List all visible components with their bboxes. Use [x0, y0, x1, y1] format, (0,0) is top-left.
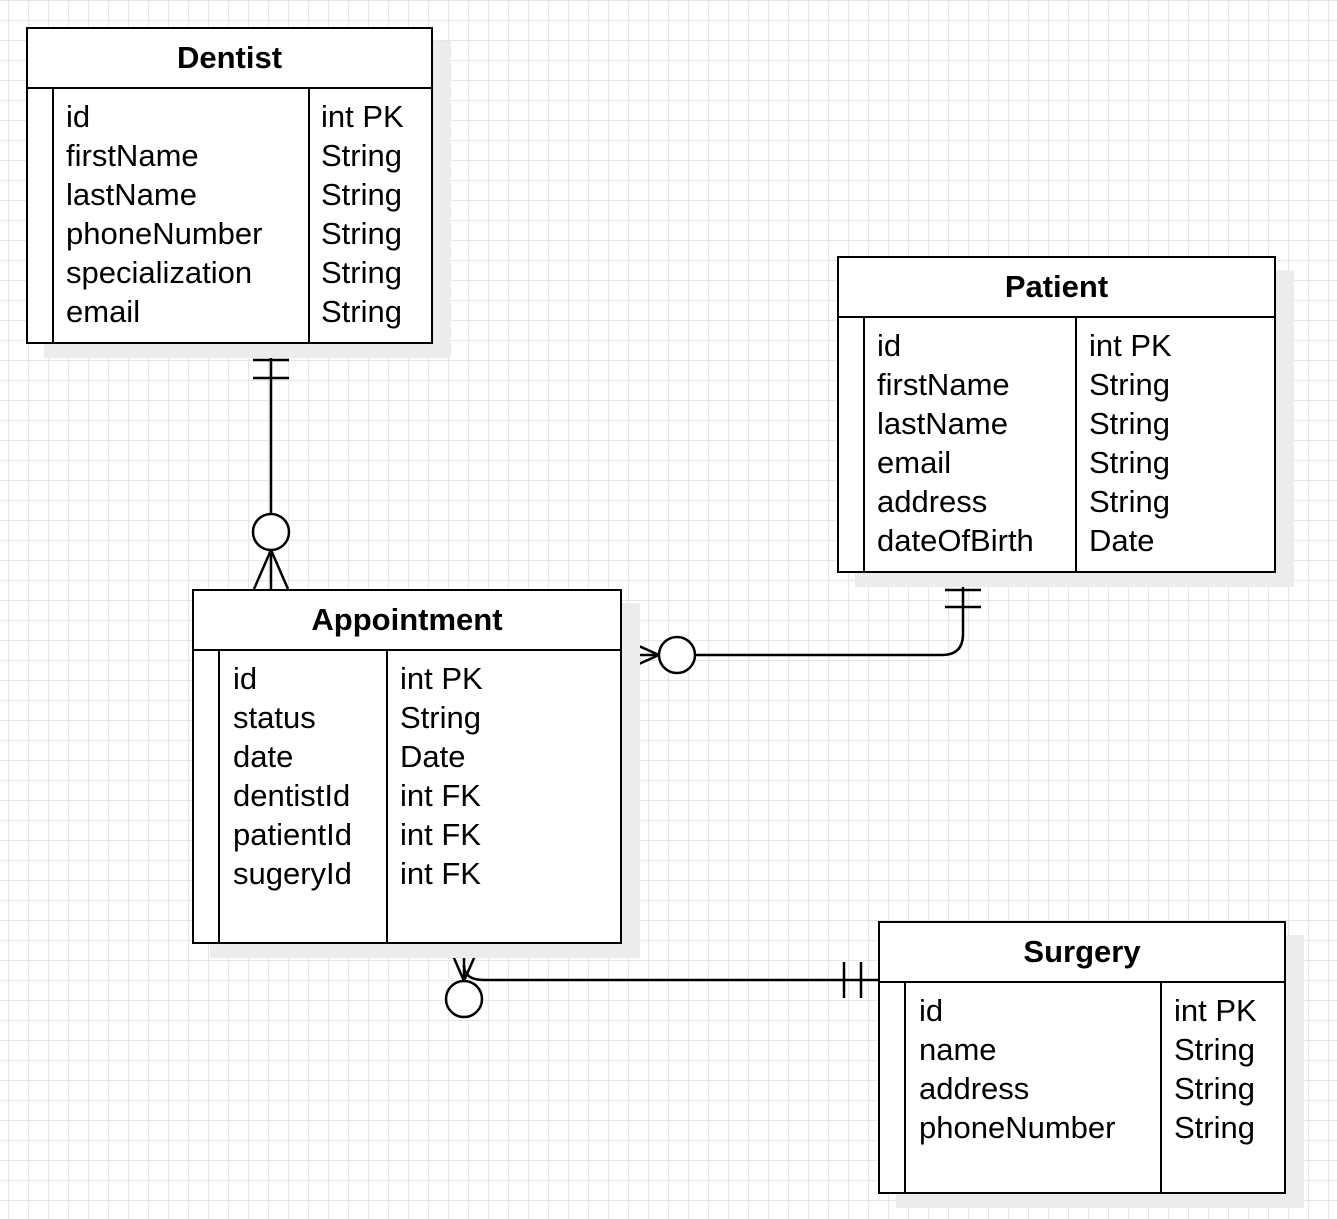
field-name: id	[233, 661, 258, 696]
field-row: patientId int FK	[194, 815, 620, 854]
field-name: date	[233, 739, 294, 774]
relationship-surgery-appointment[interactable]	[444, 941, 879, 1019]
field-row: address String	[880, 1069, 1284, 1108]
relationship-dentist-appointment[interactable]	[251, 342, 291, 590]
field-row: id int PK	[880, 991, 1284, 1030]
field-name: phoneNumber	[919, 1110, 1116, 1145]
field-type: String	[321, 294, 402, 329]
field-row: phoneNumber String	[880, 1108, 1284, 1147]
entity-appointment-title: Appointment	[194, 591, 620, 651]
field-type: String	[400, 700, 481, 735]
field-row: sugeryId int FK	[194, 854, 620, 893]
field-type: int PK	[1089, 328, 1172, 363]
field-row: lastName String	[839, 404, 1274, 443]
field-type: Date	[1089, 523, 1155, 558]
field-type: String	[1089, 484, 1170, 519]
relationship-patient-appointment[interactable]	[620, 572, 981, 675]
field-row: phoneNumber String	[28, 214, 431, 253]
entity-surgery-title: Surgery	[880, 923, 1284, 983]
field-row: specialization String	[28, 253, 431, 292]
field-row: firstName String	[839, 365, 1274, 404]
field-name: email	[877, 445, 952, 480]
entity-dentist-title: Dentist	[28, 29, 431, 89]
field-name: specialization	[66, 255, 253, 290]
field-row: dateOfBirth Date	[839, 521, 1274, 560]
field-row: id int PK	[194, 659, 620, 698]
field-name: phoneNumber	[66, 216, 263, 251]
field-name: dentistId	[233, 778, 351, 813]
field-type: String	[1174, 1071, 1255, 1106]
field-type: String	[1174, 1110, 1255, 1145]
field-name: id	[877, 328, 902, 363]
field-row: date Date	[194, 737, 620, 776]
field-name: status	[233, 700, 316, 735]
field-row: firstName String	[28, 136, 431, 175]
field-type: int FK	[400, 817, 481, 852]
field-name: lastName	[66, 177, 197, 212]
field-row: id int PK	[839, 326, 1274, 365]
field-row: id int PK	[28, 97, 431, 136]
field-row: name String	[880, 1030, 1284, 1069]
field-name: firstName	[877, 367, 1010, 402]
field-type: String	[321, 216, 402, 251]
field-type: int FK	[400, 856, 481, 891]
field-type: String	[1174, 1032, 1255, 1067]
field-type: String	[321, 177, 402, 212]
field-type: Date	[400, 739, 466, 774]
field-type: int PK	[400, 661, 483, 696]
field-type: String	[1089, 445, 1170, 480]
entity-appointment[interactable]: Appointment id int PK status String date Da…	[192, 589, 622, 944]
field-name: patientId	[233, 817, 352, 852]
field-name: sugeryId	[233, 856, 352, 891]
field-name: name	[919, 1032, 997, 1067]
field-name: address	[919, 1071, 1030, 1106]
field-type: String	[1089, 367, 1170, 402]
entity-patient-title: Patient	[839, 258, 1274, 318]
field-name: id	[66, 99, 91, 134]
field-row: status String	[194, 698, 620, 737]
field-row: email String	[839, 443, 1274, 482]
field-row: address String	[839, 482, 1274, 521]
field-type: int PK	[1174, 993, 1257, 1028]
field-row: email String	[28, 292, 431, 331]
field-type: int PK	[321, 99, 404, 134]
field-name: dateOfBirth	[877, 523, 1034, 558]
field-name: lastName	[877, 406, 1008, 441]
field-type: int FK	[400, 778, 481, 813]
field-type: String	[321, 255, 402, 290]
field-name: firstName	[66, 138, 199, 173]
field-name: id	[919, 993, 944, 1028]
field-name: address	[877, 484, 988, 519]
field-row: dentistId int FK	[194, 776, 620, 815]
field-type: String	[1089, 406, 1170, 441]
field-type: String	[321, 138, 402, 173]
field-row: lastName String	[28, 175, 431, 214]
field-name: email	[66, 294, 141, 329]
